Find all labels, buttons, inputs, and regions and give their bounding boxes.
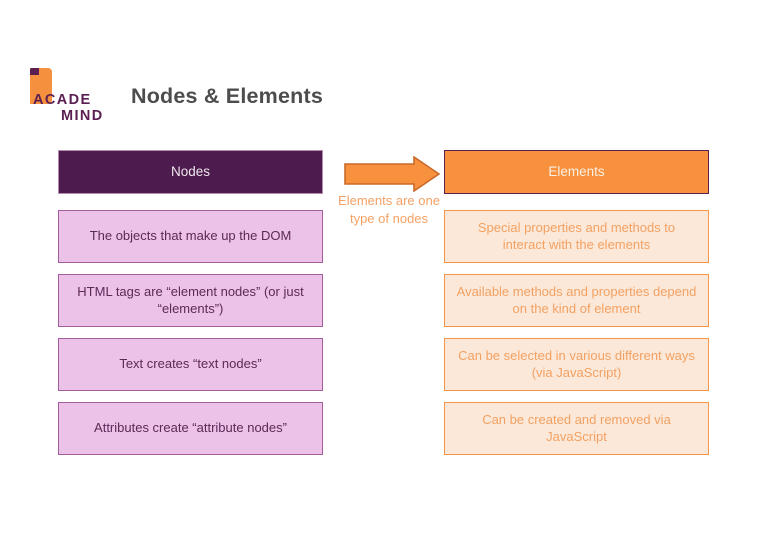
elements-column: Elements Special properties and methods … [444,150,709,466]
elements-item-2: Available methods and properties depend … [444,274,709,327]
nodes-item-2: HTML tags are “element nodes” (or just “… [58,274,323,327]
elements-column-header: Elements [444,150,709,194]
logo-notch-icon [30,68,39,75]
logo-text-line1: ACADE [33,92,92,108]
logo-flag-icon [30,68,52,104]
nodes-item-4: Attributes create “attribute nodes” [58,402,323,455]
connector-label: Elements are one type of nodes [338,193,440,226]
nodes-column-header: Nodes [58,150,323,194]
elements-item-3: Can be selected in various different way… [444,338,709,391]
right-arrow-icon [344,156,440,192]
elements-item-4: Can be created and removed via JavaScrip… [444,402,709,455]
elements-item-1: Special properties and methods to intera… [444,210,709,263]
nodes-item-1: The objects that make up the DOM [58,210,323,263]
logo-text-line2: MIND [61,108,104,124]
nodes-item-3: Text creates “text nodes” [58,338,323,391]
nodes-column: Nodes The objects that make up the DOM H… [58,150,323,466]
page-title: Nodes & Elements [131,84,323,108]
academind-logo: ACADE MIND [25,68,120,126]
